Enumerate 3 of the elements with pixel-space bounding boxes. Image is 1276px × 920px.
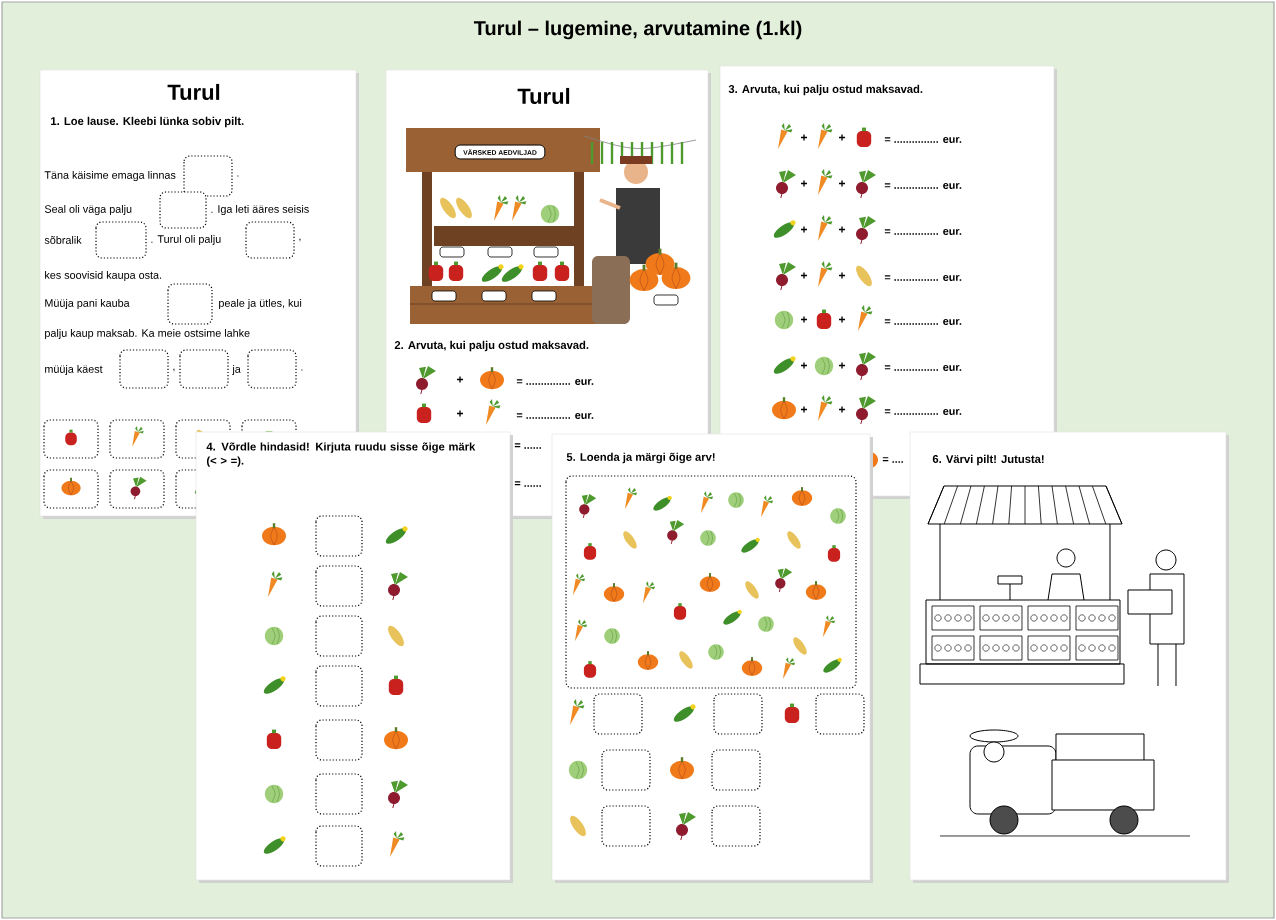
page-title: Turul [517, 87, 570, 105]
title: Turul – lugemine, arvutamine (1.kl) [473, 20, 802, 40]
page-title: Turul [167, 83, 220, 101]
